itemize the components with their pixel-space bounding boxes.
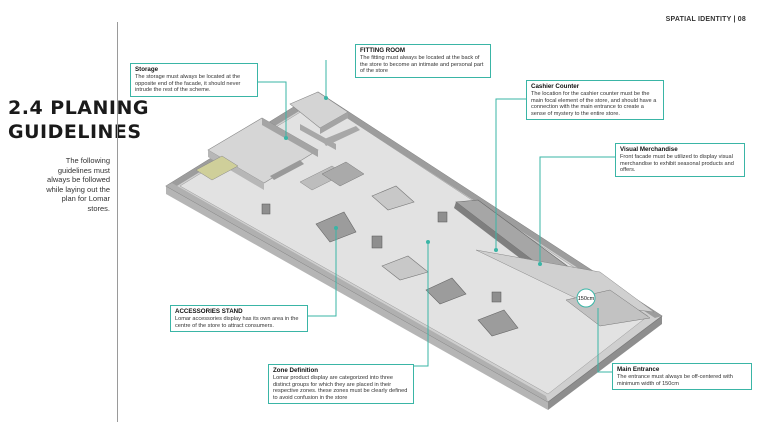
- callout-body: The storage must always be located at th…: [135, 74, 241, 94]
- callout-body: The location for the cashier counter mus…: [531, 91, 657, 117]
- callout-body: Front facade must be utilized to display…: [620, 154, 734, 174]
- title-line-2: GUIDELINES: [8, 121, 142, 143]
- leader-dot-zone: [426, 240, 430, 244]
- leader-storage: [256, 81, 287, 136]
- dimension-marker: [576, 288, 596, 308]
- accessory-stand-3: [491, 291, 502, 303]
- leader-dot-cashier: [494, 248, 498, 252]
- callout-accessories-stand: ACCESSORIES STAND Lomar accessories disp…: [170, 305, 308, 333]
- callout-body: Lomar accessories display has its own ar…: [175, 316, 299, 329]
- callout-visual-merchandise: Visual Merchandise Front facade must be …: [615, 143, 745, 177]
- callout-body: The entrance must always be off-centered…: [617, 374, 733, 387]
- callout-title: Storage: [135, 66, 159, 73]
- leader-entrance: [597, 308, 612, 373]
- callout-body: Lomar product display are categorized in…: [273, 375, 408, 401]
- leader-zone: [414, 244, 429, 367]
- divider-line: [117, 22, 118, 422]
- callout-fitting-room: FITTING ROOM The fitting must always be …: [355, 44, 491, 78]
- leader-dot-accessories: [334, 226, 338, 230]
- callout-storage: Storage The storage must always be locat…: [130, 63, 258, 97]
- display-table-4: [425, 277, 467, 305]
- dimension-label: 150cm: [578, 296, 595, 302]
- slab-front: [166, 186, 548, 410]
- counter-block: [321, 161, 365, 187]
- callout-title: Zone Definition: [273, 367, 319, 374]
- callout-title: ACCESSORIES STAND: [175, 308, 243, 315]
- callout-title: Main Entrance: [617, 366, 660, 373]
- fitting-wall: [320, 112, 348, 134]
- callout-cashier-counter: Cashier Counter The location for the cas…: [526, 80, 664, 121]
- slab-side: [548, 316, 662, 410]
- leader-visual: [539, 156, 616, 262]
- storage-wall: [262, 118, 318, 157]
- callout-main-entrance: Main Entrance The entrance must always b…: [612, 363, 752, 391]
- accessory-stand-4: [261, 203, 271, 215]
- leader-dot-storage: [284, 136, 288, 140]
- leader-dot-visual: [538, 262, 542, 266]
- callout-title: Cashier Counter: [531, 83, 580, 90]
- callout-zone-definition: Zone Definition Lomar product display ar…: [268, 364, 414, 405]
- callout-title: FITTING ROOM: [360, 47, 406, 54]
- leader-dot-fitting: [324, 96, 328, 100]
- leader-cashier: [495, 98, 527, 248]
- intro-text: The following guidelines must always be …: [46, 156, 110, 213]
- storage-stair: [195, 155, 239, 181]
- partition-wall: [270, 160, 304, 180]
- fitting-partition-2: [322, 126, 360, 146]
- wall-back-right: [316, 92, 662, 318]
- leader-accessories: [306, 230, 337, 317]
- display-table-5: [477, 309, 519, 337]
- wall-front: [166, 183, 548, 402]
- page-header: SPATIAL IDENTITY | 08: [665, 16, 746, 23]
- display-table-1: [371, 185, 415, 211]
- accessory-stand-2: [437, 211, 448, 223]
- callout-body: The fitting must always be located at th…: [360, 55, 484, 75]
- callout-title: Visual Merchandise: [620, 146, 678, 153]
- accessory-stand-1: [371, 235, 383, 249]
